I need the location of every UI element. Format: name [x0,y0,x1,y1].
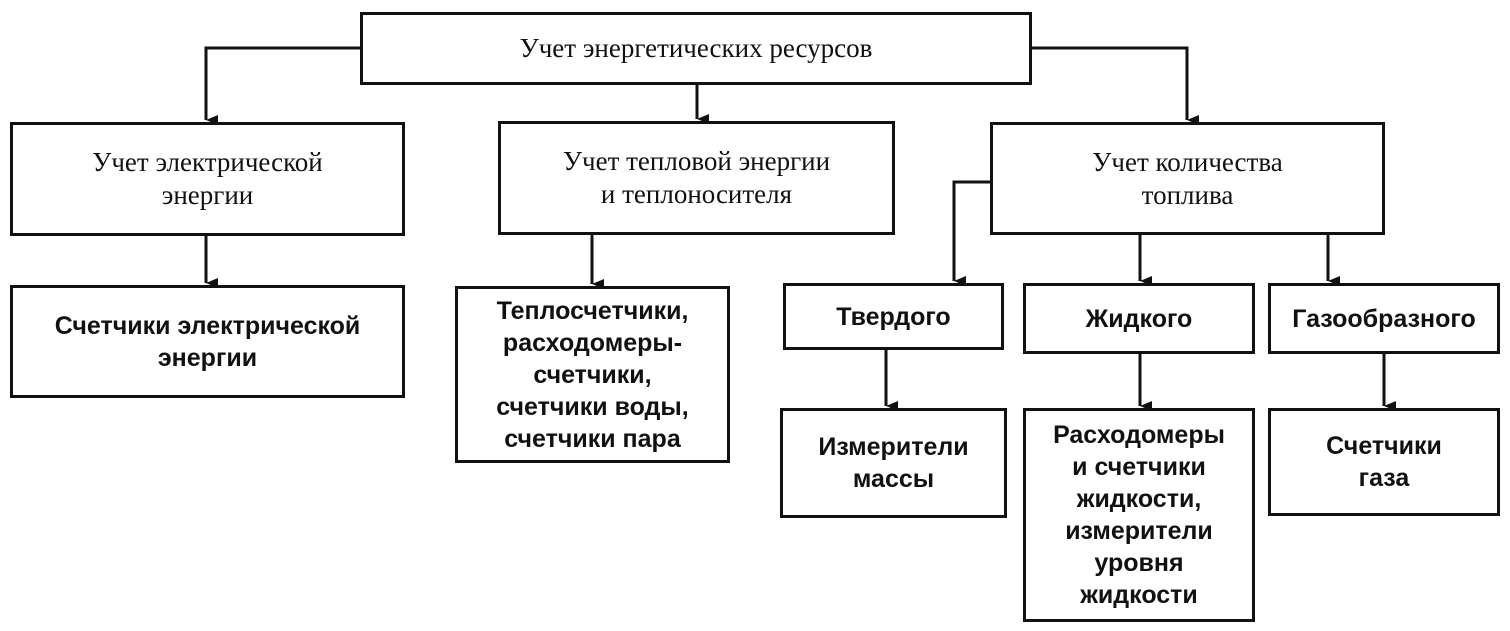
heat-meters-box: Теплосчетчики, расходомеры- счетчики, сч… [455,286,730,463]
heat-accounting-box: Учет тепловой энергии и теплоносителя [498,121,895,235]
fuel-accounting-label: Учет количества топлива [1092,146,1283,210]
liquid-fuel-label: Жидкого [1085,304,1193,333]
liquid-flowmeters-label: Расходомеры и счетчики жидкости, измерит… [1053,421,1225,609]
arrow-fuel-to-solid [952,180,990,286]
arrow-root-to-fuel [1032,46,1199,125]
solid-fuel-label: Твердого [836,302,951,331]
liquid-flowmeters-box: Расходомеры и счетчики жидкости, измерит… [1023,408,1255,622]
root-box: Учет энергетических ресурсов [360,12,1032,85]
gas-meters-label: Счетчики газа [1326,432,1442,492]
fuel-accounting-box: Учет количества топлива [990,122,1385,235]
solid-fuel-box: Твердого [783,283,1004,350]
electric-accounting-label: Учет электрической энергии [92,147,323,210]
mass-meters-label: Измерители массы [818,433,969,493]
liquid-fuel-box: Жидкого [1023,283,1255,354]
electric-meters-label: Счетчики электрической энергии [54,311,361,372]
mass-meters-box: Измерители массы [780,408,1007,518]
heat-accounting-label: Учет тепловой энергии и теплоносителя [562,146,831,209]
gas-fuel-box: Газообразного [1268,283,1500,354]
electric-accounting-box: Учет электрической энергии [10,122,405,236]
gas-meters-box: Счетчики газа [1268,408,1500,516]
arrow-root-to-electric [204,46,360,125]
electric-meters-box: Счетчики электрической энергии [10,285,405,398]
root-label: Учет энергетических ресурсов [519,33,873,63]
heat-meters-label: Теплосчетчики, расходомеры- счетчики, сч… [496,296,689,453]
gas-fuel-label: Газообразного [1292,304,1476,333]
